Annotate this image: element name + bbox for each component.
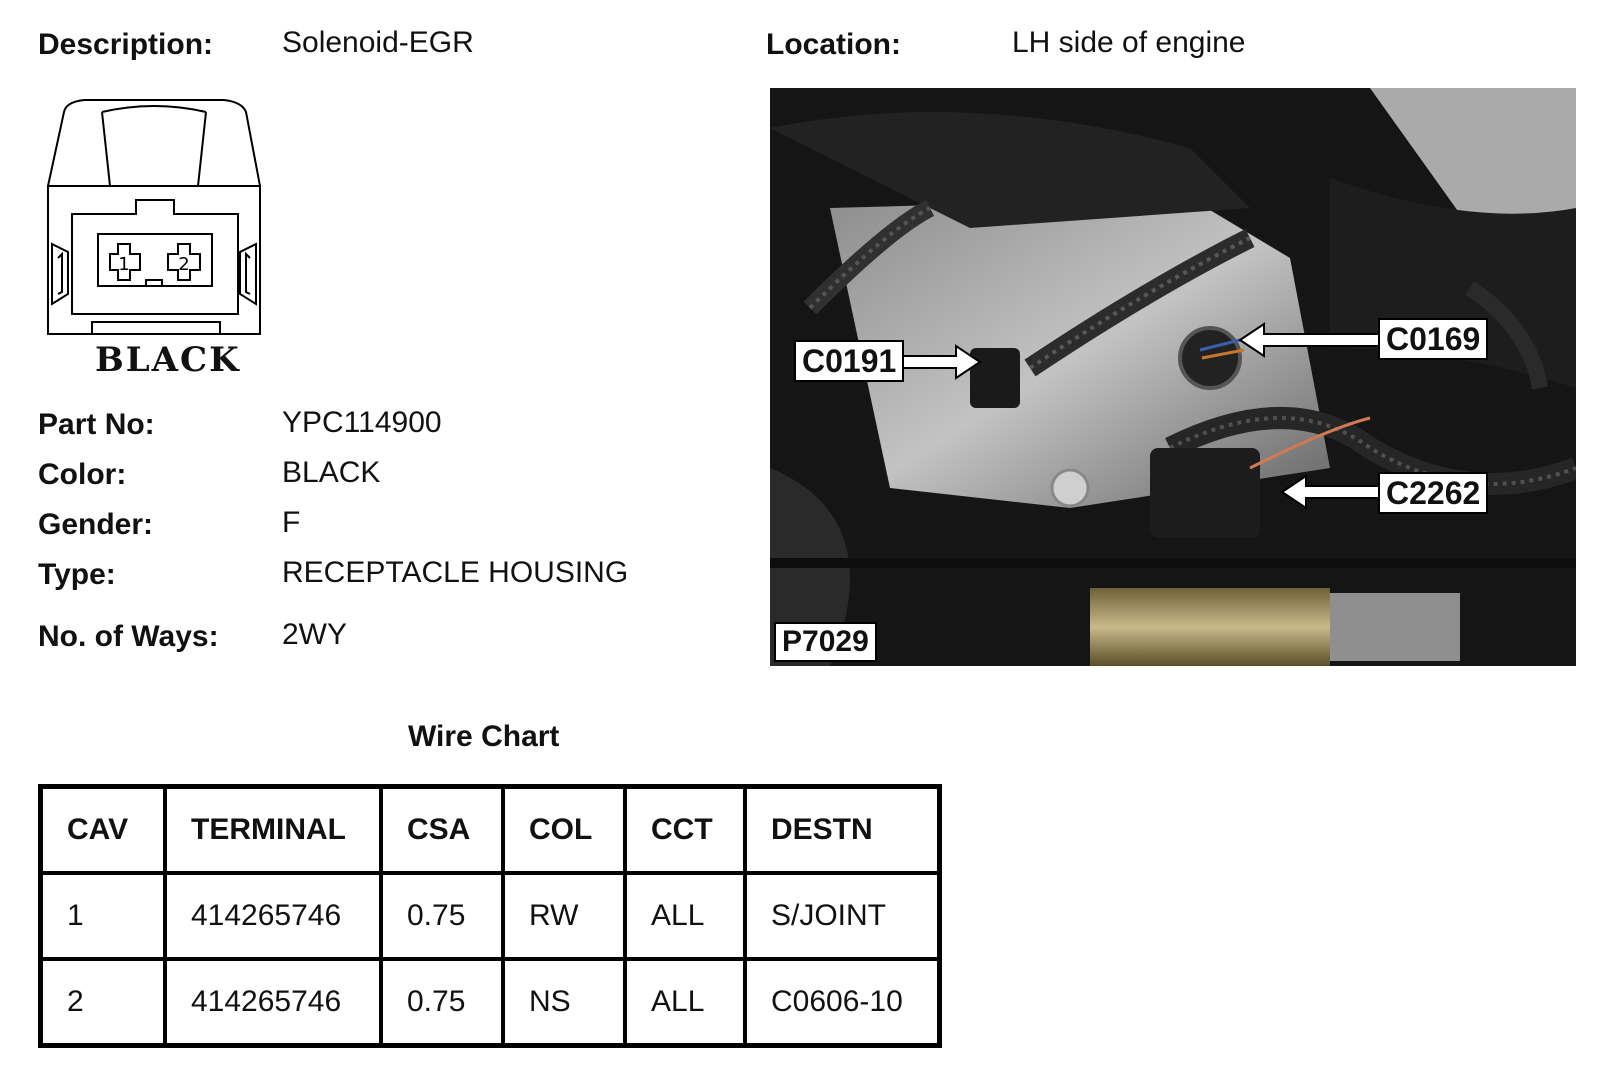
ways-label: No. of Ways: <box>38 620 219 653</box>
figure-id: P7029 <box>774 622 877 662</box>
cell-csa: 0.75 <box>379 871 505 961</box>
wire-chart-title: Wire Chart <box>408 720 560 753</box>
arrow-c0169 <box>1238 322 1381 358</box>
description-value: Solenoid-EGR <box>282 26 474 59</box>
color-label: Color: <box>38 458 127 491</box>
column-header-destn: DESTN <box>743 784 942 875</box>
pin-2-label: 2 <box>178 254 189 275</box>
location-label: Location: <box>766 28 901 61</box>
type-label: Type: <box>38 558 116 591</box>
ways-value: 2WY <box>282 618 348 651</box>
table-header-row: CAV TERMINAL CSA COL CCT DESTN <box>38 784 942 875</box>
column-header-col: COL <box>501 784 627 875</box>
color-value: BLACK <box>282 456 381 489</box>
description-label: Description: <box>38 28 214 61</box>
table-row: 2 414265746 0.75 NS ALL C0606-10 <box>38 957 942 1048</box>
cell-cct: ALL <box>623 871 747 961</box>
cell-destn: C0606-10 <box>743 957 942 1048</box>
arrow-c0191 <box>897 344 982 380</box>
callout-arrows <box>897 322 1381 510</box>
arrow-c2262 <box>1280 474 1381 510</box>
part-no-value: YPC114900 <box>282 406 442 439</box>
connector-caption: BLACK <box>95 340 241 380</box>
location-photo: C0191 C0169 C2262 P7029 <box>770 88 1576 666</box>
cell-csa: 0.75 <box>379 957 505 1048</box>
cell-col: RW <box>501 871 627 961</box>
column-header-cct: CCT <box>623 784 747 875</box>
cell-col: NS <box>501 957 627 1048</box>
connector-face-diagram: 1 2 <box>47 99 261 335</box>
cell-terminal: 414265746 <box>163 957 383 1048</box>
cell-cav: 2 <box>38 957 167 1048</box>
table-row: 1 414265746 0.75 RW ALL S/JOINT <box>38 871 942 961</box>
gender-value: F <box>282 506 301 539</box>
pin-1-label: 1 <box>118 254 129 275</box>
part-no-label: Part No: <box>38 408 155 441</box>
cell-cct: ALL <box>623 957 747 1048</box>
wire-chart-table: CAV TERMINAL CSA COL CCT DESTN 1 4142657… <box>38 784 942 1048</box>
callout-c0169: C0169 <box>1378 318 1489 360</box>
cell-terminal: 414265746 <box>163 871 383 961</box>
gender-label: Gender: <box>38 508 154 541</box>
callout-c0191: C0191 <box>794 340 905 382</box>
cell-cav: 1 <box>38 871 167 961</box>
location-value: LH side of engine <box>1012 26 1246 59</box>
column-header-csa: CSA <box>379 784 505 875</box>
column-header-terminal: TERMINAL <box>163 784 383 875</box>
type-value: RECEPTACLE HOUSING <box>282 556 629 589</box>
column-header-cav: CAV <box>38 784 167 875</box>
cell-destn: S/JOINT <box>743 871 942 961</box>
callout-c2262: C2262 <box>1378 472 1489 514</box>
